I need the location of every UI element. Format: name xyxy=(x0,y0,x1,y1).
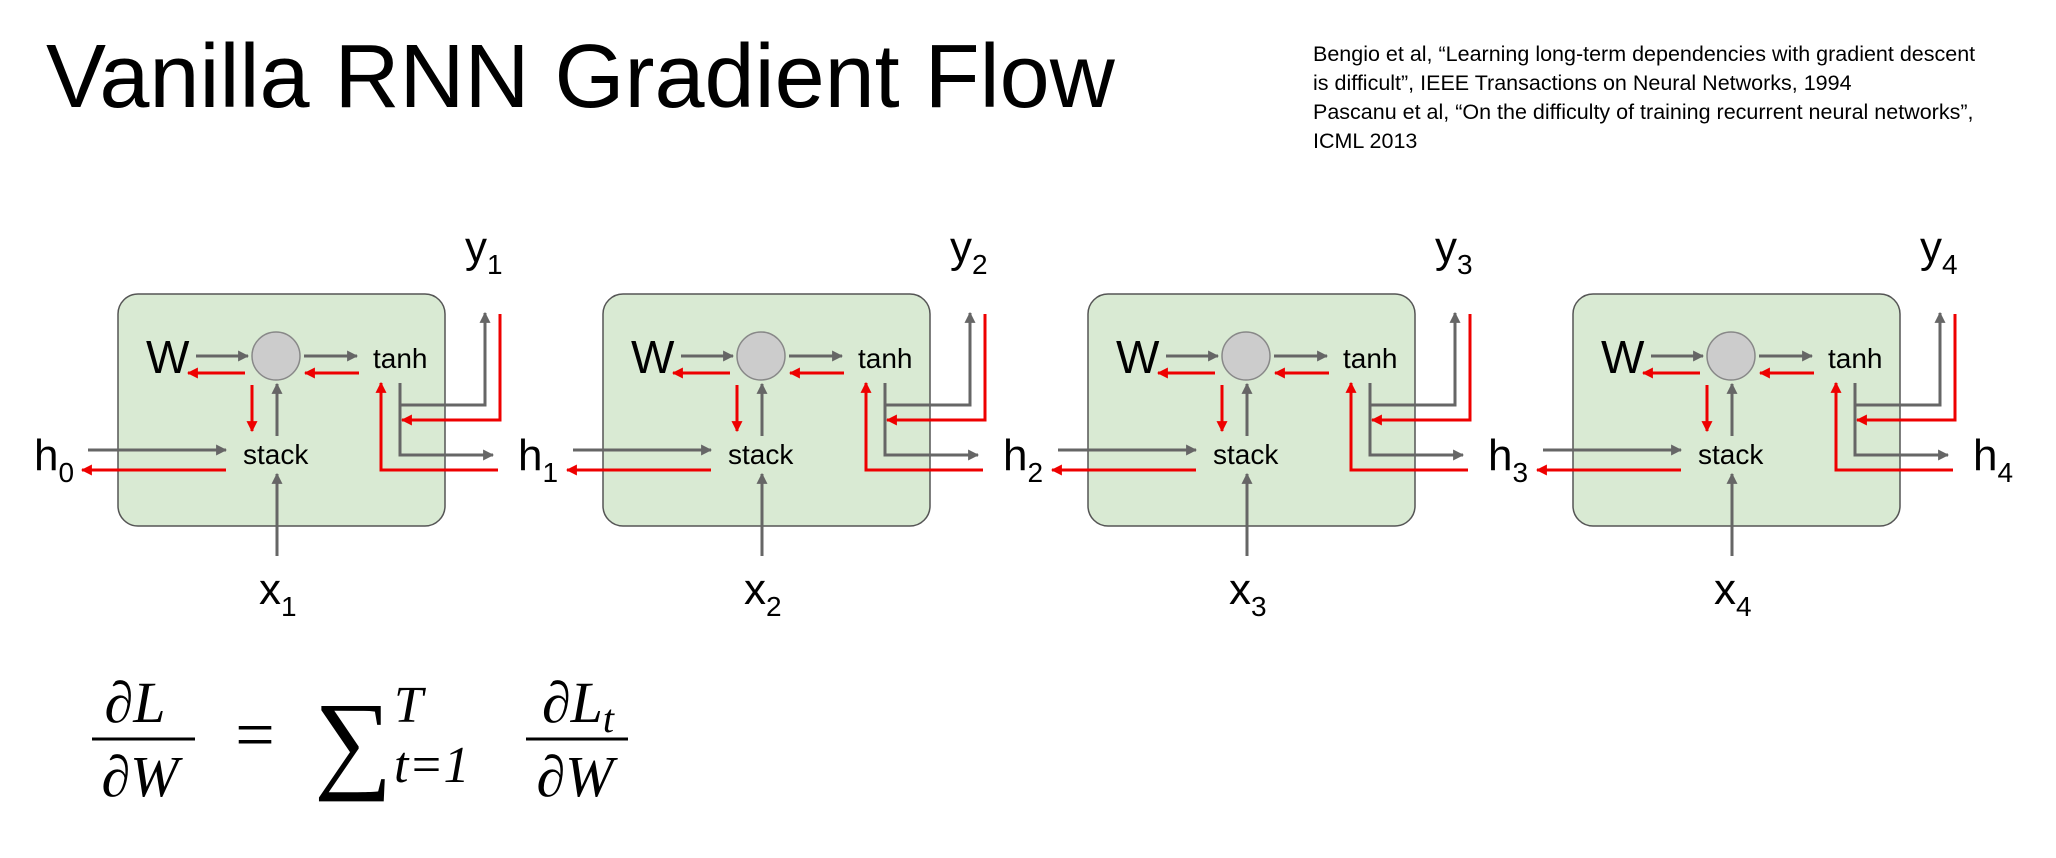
reference-line: Pascanu et al, “On the difficulty of tra… xyxy=(1313,100,1974,124)
output-arrow xyxy=(1370,311,1461,407)
reference-line: ICML 2013 xyxy=(1313,129,1418,153)
cell-box xyxy=(1087,293,1416,527)
input-label-x: x3 xyxy=(1229,565,1267,622)
output-label-y-letter: y xyxy=(950,223,972,272)
sum-lower-limit: t=1 xyxy=(394,737,470,794)
hidden-out-label: h3 xyxy=(1488,431,1528,488)
weight-label: W xyxy=(1116,331,1160,383)
hidden-out-label-index: 4 xyxy=(1997,457,2013,488)
input-label-x: x1 xyxy=(259,565,297,622)
hidden-out-label: h1 xyxy=(518,431,558,488)
input-label-x: x4 xyxy=(1714,565,1752,622)
hidden-out-arrow xyxy=(1368,383,1465,461)
cell-box xyxy=(117,293,446,527)
cell-box xyxy=(602,293,931,527)
output-label-y-index: 1 xyxy=(487,249,503,280)
hidden-out-arrow xyxy=(1853,383,1950,461)
output-arrow xyxy=(400,311,491,407)
rhs-numerator: ∂Lt xyxy=(542,670,615,741)
output-label-y-letter: y xyxy=(1435,223,1457,272)
output-label-y-index: 4 xyxy=(1942,249,1958,280)
stack-label: stack xyxy=(728,439,794,470)
rhs-denominator: ∂W xyxy=(537,744,619,809)
grad-to-tanh-arrow xyxy=(860,381,983,472)
input-label-x-index: 2 xyxy=(766,591,782,622)
multiply-node xyxy=(251,331,301,381)
slide-title: Vanilla RNN Gradient Flow xyxy=(46,27,1115,127)
tanh-label: tanh xyxy=(373,343,428,374)
input-label-x-letter: x xyxy=(744,565,766,614)
multiply-node xyxy=(1706,331,1756,381)
grad-from-output-arrow xyxy=(1855,314,1957,426)
rhs-numerator-sub: t xyxy=(603,696,615,741)
hidden-out-arrow xyxy=(883,383,980,461)
output-label-y-index: 3 xyxy=(1457,249,1473,280)
output-label-y-index: 2 xyxy=(972,249,988,280)
hidden-out-label-letter: h xyxy=(518,431,542,480)
tanh-label: tanh xyxy=(1828,343,1883,374)
hidden-out-label: h2 xyxy=(1003,431,1043,488)
stack-label: stack xyxy=(1698,439,1764,470)
input-label-x: x2 xyxy=(744,565,782,622)
input-label-x-letter: x xyxy=(259,565,281,614)
input-label-x-index: 4 xyxy=(1736,591,1752,622)
hidden-initial-label-letter: h xyxy=(34,431,58,480)
output-label-y-letter: y xyxy=(465,223,487,272)
references: Bengio et al, “Learning long-term depend… xyxy=(1313,40,2053,156)
hidden-out-label-letter: h xyxy=(1003,431,1027,480)
output-arrow xyxy=(885,311,976,407)
hidden-out-label-letter: h xyxy=(1488,431,1512,480)
input-label-x-letter: x xyxy=(1714,565,1736,614)
hidden-out-arrow xyxy=(398,383,495,461)
lhs-denominator: ∂W xyxy=(102,744,184,809)
weight-label: W xyxy=(631,331,675,383)
input-label-x-index: 3 xyxy=(1251,591,1267,622)
hidden-out-label-letter: h xyxy=(1973,431,1997,480)
summation-sign: ∑ xyxy=(314,680,392,802)
grad-to-tanh-arrow xyxy=(1345,381,1468,472)
lhs-numerator: ∂L xyxy=(105,670,166,735)
multiply-node xyxy=(736,331,786,381)
hidden-out-label-index: 3 xyxy=(1512,457,1528,488)
output-label-y: y2 xyxy=(950,223,988,280)
output-label-y: y4 xyxy=(1920,223,1958,280)
grad-from-output-arrow xyxy=(400,314,502,426)
output-label-y: y3 xyxy=(1435,223,1473,280)
sum-upper-limit: T xyxy=(394,677,426,734)
stack-label: stack xyxy=(1213,439,1279,470)
hidden-initial-label-index: 0 xyxy=(58,457,74,488)
input-label-x-letter: x xyxy=(1229,565,1251,614)
input-label-x-index: 1 xyxy=(281,591,297,622)
output-arrow xyxy=(1855,311,1946,407)
weight-label: W xyxy=(1601,331,1645,383)
stack-label: stack xyxy=(243,439,309,470)
grad-to-tanh-arrow xyxy=(1830,381,1953,472)
output-label-y-letter: y xyxy=(1920,223,1942,272)
reference-line: is difficult”, IEEE Transactions on Neur… xyxy=(1313,71,1852,95)
hidden-out-label-index: 1 xyxy=(542,457,558,488)
equals-sign: = xyxy=(235,697,274,774)
multiply-node xyxy=(1221,331,1271,381)
grad-to-tanh-arrow xyxy=(375,381,498,472)
hidden-initial-label: h0 xyxy=(34,431,74,488)
hidden-out-label: h4 xyxy=(1973,431,2013,488)
reference-line: Bengio et al, “Learning long-term depend… xyxy=(1313,42,1976,66)
tanh-label: tanh xyxy=(1343,343,1398,374)
grad-from-output-arrow xyxy=(885,314,987,426)
hidden-out-label-index: 2 xyxy=(1027,457,1043,488)
cell-box xyxy=(1572,293,1901,527)
rhs-numerator-main: ∂L xyxy=(542,670,603,735)
weight-label: W xyxy=(146,331,190,383)
output-label-y: y1 xyxy=(465,223,503,280)
grad-from-output-arrow xyxy=(1370,314,1472,426)
tanh-label: tanh xyxy=(858,343,913,374)
